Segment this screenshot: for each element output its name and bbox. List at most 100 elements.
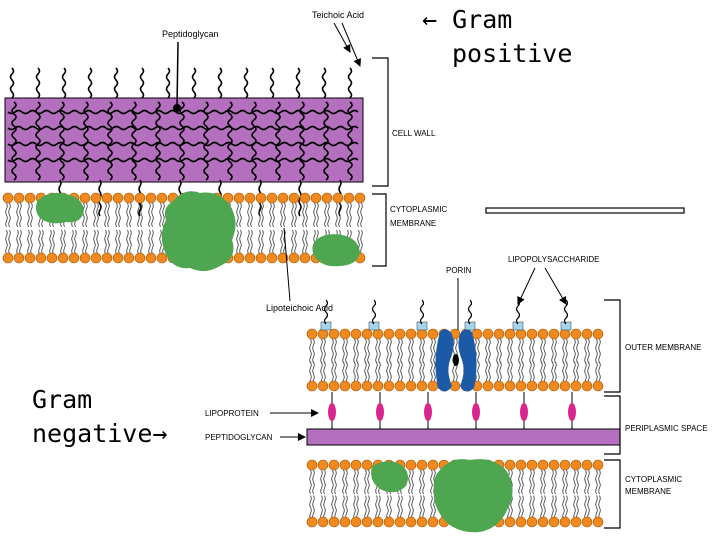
lipid-head — [372, 380, 384, 392]
lipid-tail — [148, 202, 151, 228]
lipid-head — [504, 328, 516, 340]
lipid-head — [526, 328, 538, 340]
lipid-tail — [419, 338, 422, 364]
lipid-head — [504, 459, 516, 471]
lipid-head — [427, 459, 439, 471]
lipid-head — [471, 328, 483, 340]
lipid-tail — [364, 338, 367, 364]
lipid-tail — [327, 202, 330, 228]
lipid-tail — [499, 338, 502, 364]
lipid-head — [361, 380, 373, 392]
divider-bar — [485, 207, 685, 214]
lipid-tail — [74, 229, 77, 255]
lipid-head — [581, 328, 593, 340]
lipid-head — [123, 192, 135, 204]
lipoteichoic-acid-pointer — [283, 227, 291, 302]
lipid-tail — [529, 495, 532, 520]
lipid-head — [372, 516, 384, 528]
lipid-head — [244, 192, 256, 204]
lipid-head — [277, 252, 289, 264]
lipid-tail — [543, 495, 546, 520]
lipid-head — [339, 516, 351, 528]
lipid-tail — [126, 229, 129, 255]
lipid-head — [493, 380, 505, 392]
lipid-tail — [477, 338, 480, 364]
lipid-tail — [510, 495, 513, 520]
lipid-tail — [584, 469, 587, 495]
gp-cytoplasmic-membrane-label-2: MEMBRANE — [390, 219, 436, 228]
peptidoglycan-pointer — [176, 41, 179, 108]
lipid-tail — [85, 229, 88, 255]
gn-cytoplasmic-membrane-bracket — [604, 459, 621, 529]
lipid-head — [383, 328, 395, 340]
lipid-tail — [532, 495, 535, 520]
lipid-head — [244, 252, 256, 264]
lipid-tail — [118, 202, 121, 228]
lipid-head — [354, 192, 366, 204]
lipid-tail — [239, 202, 242, 228]
cytoplasmic-membrane-bracket — [372, 193, 387, 267]
lipid-tail — [411, 469, 414, 495]
lipid-head — [405, 459, 417, 471]
lipid-tail — [258, 202, 261, 228]
lipid-head — [570, 516, 582, 528]
lipid-tail — [294, 229, 297, 255]
lipid-head — [90, 252, 102, 264]
gram-negative-caption-line2: negative — [32, 419, 153, 448]
lipid-tail — [598, 338, 601, 364]
lipid-tail — [375, 495, 378, 520]
lipid-tail — [331, 338, 334, 364]
lipid-head — [570, 328, 582, 340]
lipid-tail — [554, 338, 557, 364]
lipid-tail — [30, 202, 33, 228]
lipid-tail — [353, 338, 356, 364]
lipid-tail — [323, 338, 326, 364]
lipid-tail — [565, 495, 568, 520]
lipid-tail — [518, 338, 521, 364]
lipid-tail — [320, 469, 323, 495]
lipid-tail — [346, 202, 349, 228]
peptidoglycan-crosslink — [7, 109, 359, 115]
lipid-head — [394, 516, 406, 528]
lipid-head — [537, 459, 549, 471]
peptidoglycan-strand — [155, 101, 161, 181]
lipid-head — [299, 192, 311, 204]
lipid-tail — [518, 495, 521, 520]
lipid-tail — [397, 338, 400, 364]
lipid-head — [339, 380, 351, 392]
lipid-tail — [342, 495, 345, 520]
lipid-tail — [159, 229, 162, 255]
lipid-tail — [573, 469, 576, 495]
lipoprotein — [328, 403, 336, 421]
lipid-head — [24, 252, 36, 264]
membrane-protein — [312, 234, 360, 267]
lipid-tail — [576, 469, 579, 495]
lipid-head — [134, 252, 146, 264]
lipid-head — [592, 459, 604, 471]
lipid-tail — [323, 469, 326, 495]
lipid-tail — [598, 495, 601, 520]
lipid-tail — [357, 202, 360, 228]
lipid-tail — [422, 469, 425, 495]
lipid-head — [548, 380, 560, 392]
lipid-tail — [16, 202, 19, 228]
lipid-tail — [587, 338, 590, 364]
lipid-head — [504, 380, 516, 392]
lipid-head — [581, 459, 593, 471]
teichoic-acid-label: Teichoic Acid — [312, 10, 364, 20]
lipid-head — [559, 328, 571, 340]
gram-positive-envelope: Peptidoglycan Teichoic Acid CELL WALL CY… — [2, 10, 447, 313]
lipid-tail — [159, 202, 162, 228]
lipid-tail — [38, 229, 41, 255]
lipid-head — [548, 328, 560, 340]
lipid-head — [537, 380, 549, 392]
lipid-tail — [518, 469, 521, 495]
lipid-tail — [488, 338, 491, 364]
membrane-protein — [35, 192, 84, 224]
lipoprotein — [472, 403, 480, 421]
lps-chain — [467, 299, 473, 325]
lipid-head — [405, 380, 417, 392]
lipid-head — [394, 380, 406, 392]
lps-core — [368, 321, 380, 331]
lipid-tail — [543, 469, 546, 495]
